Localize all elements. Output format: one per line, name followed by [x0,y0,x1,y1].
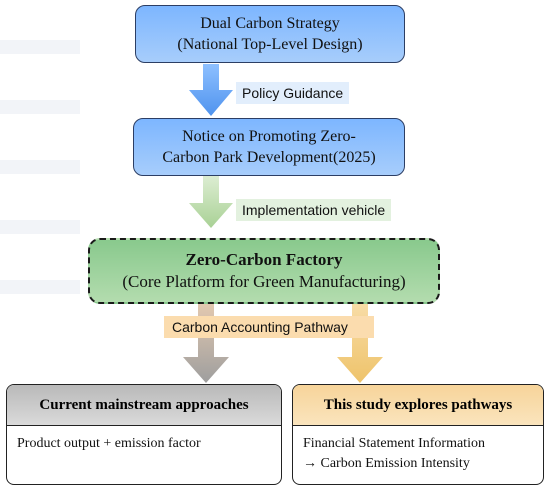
arrow-policy [189,64,233,116]
notice-line-2: Carbon Park Development(2025) [162,149,376,166]
zero-carbon-factory-box: Zero-Carbon Factory (Core Platform for G… [88,238,440,304]
arrow-right-pathway [337,304,383,383]
notice-box: Notice on Promoting Zero- Carbon Park De… [133,118,405,176]
arrow-implementation [189,176,233,228]
dual-carbon-strategy-box: Dual Carbon Strategy (National Top-Level… [135,5,405,63]
factory-subtitle: (Core Platform for Green Manufacturing) [122,272,406,291]
current-approaches-panel: Current mainstream approaches Product ou… [6,384,282,485]
current-approaches-body: Product output + emission factor [17,436,201,451]
dual-carbon-subtitle: (National Top-Level Design) [177,36,363,53]
study-pathways-panel: This study explores pathways Financial S… [292,384,544,485]
arrow-left-pathway [183,304,229,383]
study-pathways-body-line-1: Financial Statement Information [303,436,485,451]
current-approaches-title: Current mainstream approaches [7,385,281,426]
carbon-accounting-pathway-label: Carbon Accounting Pathway [164,316,374,338]
notice-line-1: Notice on Promoting Zero- [182,128,356,145]
implementation-vehicle-label: Implementation vehicle [236,199,392,221]
background-ghost-marks [0,40,80,320]
factory-title: Zero-Carbon Factory [185,250,343,269]
study-pathways-body-line-2: → Carbon Emission Intensity [303,456,470,471]
study-pathways-body: Financial Statement Information → Carbon… [293,426,543,482]
study-pathways-title: This study explores pathways [293,385,543,426]
dual-carbon-title: Dual Carbon Strategy [200,15,340,32]
policy-guidance-label: Policy Guidance [236,82,350,104]
